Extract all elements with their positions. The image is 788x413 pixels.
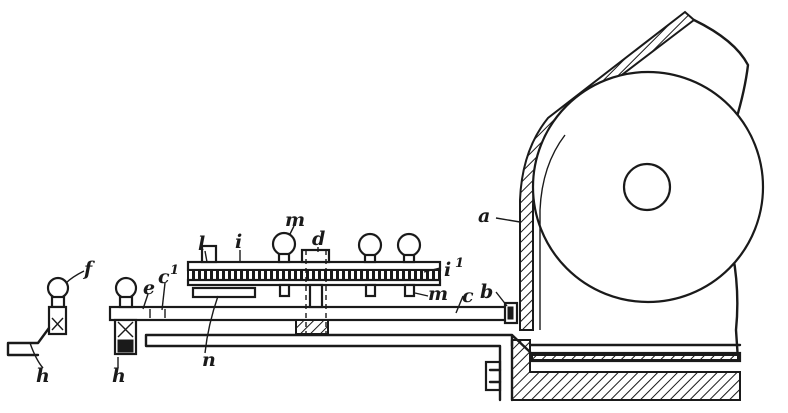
post-h-knob [114, 276, 138, 300]
label-e: e [143, 277, 155, 299]
label-h-left: h [36, 365, 50, 387]
label-i: i [235, 231, 242, 253]
label-c1: c [158, 266, 170, 288]
post-f-knob [46, 276, 70, 300]
right-post-h [113, 276, 138, 356]
post-f-body [47, 305, 68, 336]
housing-a [519, 10, 765, 363]
plate-n [191, 286, 257, 299]
bar-c-body [108, 305, 510, 322]
roll-hub [622, 162, 672, 212]
label-m-top: m [285, 209, 305, 231]
label-i1: i [444, 259, 451, 281]
shaft-d-body [308, 283, 324, 309]
label-c: c [462, 285, 474, 307]
label-l: l [198, 233, 205, 255]
label-i1-sup: 1 [455, 256, 464, 271]
knob-m-1 [271, 231, 297, 298]
base-frame [484, 338, 741, 402]
reference-letters: a b c c 1 d e f h h i i 1 l m m n [36, 205, 493, 387]
housing-inner-wall [539, 134, 566, 330]
block-l [200, 244, 218, 264]
knob-group-m [271, 231, 422, 298]
label-h-right: h [112, 365, 126, 387]
housing-base-hatch [531, 354, 739, 361]
lower-rail [144, 333, 532, 402]
label-n: n [202, 349, 216, 371]
block-under-d [295, 319, 329, 335]
bar-c [108, 301, 519, 335]
left-post-f [6, 276, 70, 357]
label-d: d [312, 228, 325, 250]
label-c1-sup: 1 [170, 263, 179, 278]
base-frame-body [511, 339, 741, 401]
label-b: b [480, 281, 493, 303]
leader-lines [29, 217, 521, 369]
knob-m-2 [357, 232, 383, 298]
knob-m-3 [396, 232, 422, 298]
rack-teeth [187, 269, 441, 281]
base-notch [484, 360, 502, 392]
bracket-h-left [6, 326, 51, 357]
label-m-right: m [428, 283, 448, 305]
shaft-d [300, 248, 331, 334]
shaft-d-cap [300, 248, 331, 264]
label-f: f [82, 258, 95, 280]
label-a: a [478, 205, 490, 227]
rack-top-bar [186, 260, 442, 272]
